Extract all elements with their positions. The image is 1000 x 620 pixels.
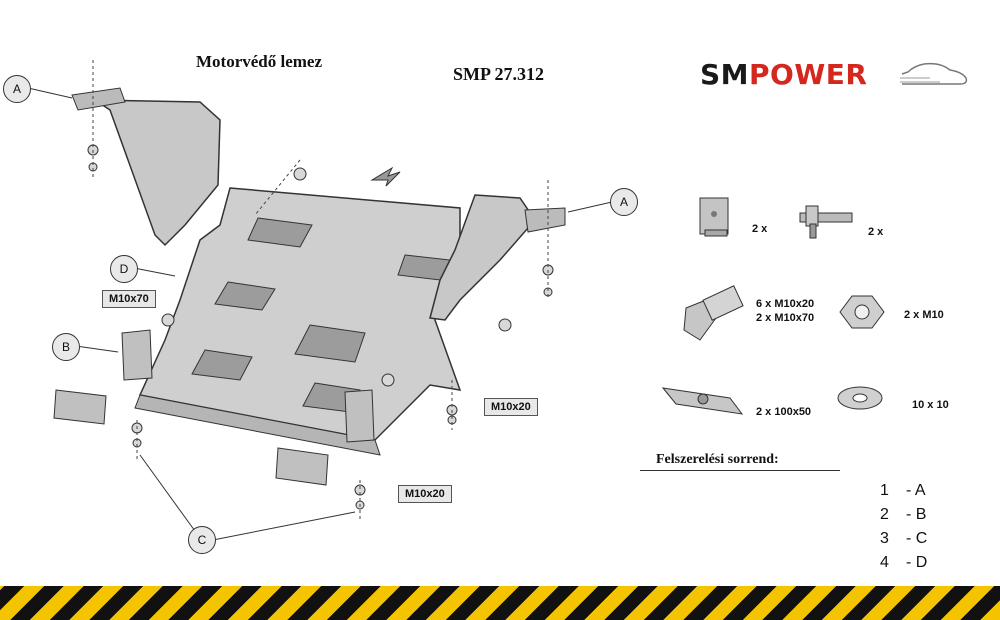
qty-plates: 2 x 100x50 (756, 406, 812, 418)
callout-b: B (52, 333, 80, 361)
step-label: - C (906, 530, 928, 547)
backing-plate-left (53, 389, 107, 425)
step-label: - D (906, 554, 928, 571)
car-silhouette-icon (900, 62, 968, 85)
fasteners (87, 144, 554, 510)
leader-lines (27, 87, 613, 541)
washer-icon (837, 386, 883, 410)
qty-clip-nut: 2 x (752, 223, 768, 235)
step-number: 1 (880, 482, 889, 499)
sequence-title: Felszerelési sorrend: (656, 452, 779, 467)
bracket-b-left (121, 329, 153, 381)
callout-a-right: A (610, 188, 638, 216)
logo-power: POWER (749, 58, 868, 91)
callout-d: D (110, 255, 138, 283)
step-label: - A (906, 482, 926, 499)
sequence-step: 1 - A (880, 482, 926, 500)
bracket-b-right (344, 389, 375, 443)
sequence-step: 4 - D (880, 554, 927, 572)
right-bracket-a (429, 194, 566, 321)
step-label: - B (906, 506, 927, 523)
qty-nuts: 2 x M10 (904, 309, 944, 321)
assembly-lines (92, 60, 549, 520)
step-number: 4 (880, 554, 889, 571)
left-bracket-a (71, 87, 221, 247)
step-number: 3 (880, 530, 889, 547)
callout-c: C (188, 526, 216, 554)
label-m10x70: M10x70 (102, 290, 156, 308)
sequence-step: 2 - B (880, 506, 926, 524)
hazard-stripe-footer (0, 586, 1000, 620)
product-code: SMP 27.312 (453, 64, 545, 84)
smpower-logo: SMPOWER (700, 58, 970, 92)
bolt-icon (683, 285, 744, 341)
sequence-underline (640, 470, 840, 471)
qty-bolts: 6 x M10x20 2 x M10x70 (756, 298, 815, 324)
clip-nut-icon (699, 197, 729, 237)
backing-plate-bottom (275, 447, 329, 486)
plate-icon (661, 387, 744, 415)
diagram-title: Motorvédő lemez (196, 52, 323, 71)
callout-a-left: A (3, 75, 31, 103)
main-skid-plate (134, 187, 462, 456)
sequence-step: 3 - C (880, 530, 927, 548)
qty-washers: 10 x 10 (912, 399, 949, 411)
front-direction-arrow-icon (370, 166, 401, 187)
label-m10x20-bottom: M10x20 (398, 485, 452, 503)
logo-text: SMPOWER (700, 58, 867, 92)
qty-bracket-clip: 2 x (868, 226, 884, 238)
label-m10x20-right: M10x20 (484, 398, 538, 416)
step-number: 2 (880, 506, 889, 523)
bracket-clip-icon (799, 205, 853, 239)
logo-sm: SM (700, 58, 750, 91)
nut-icon (839, 295, 885, 329)
